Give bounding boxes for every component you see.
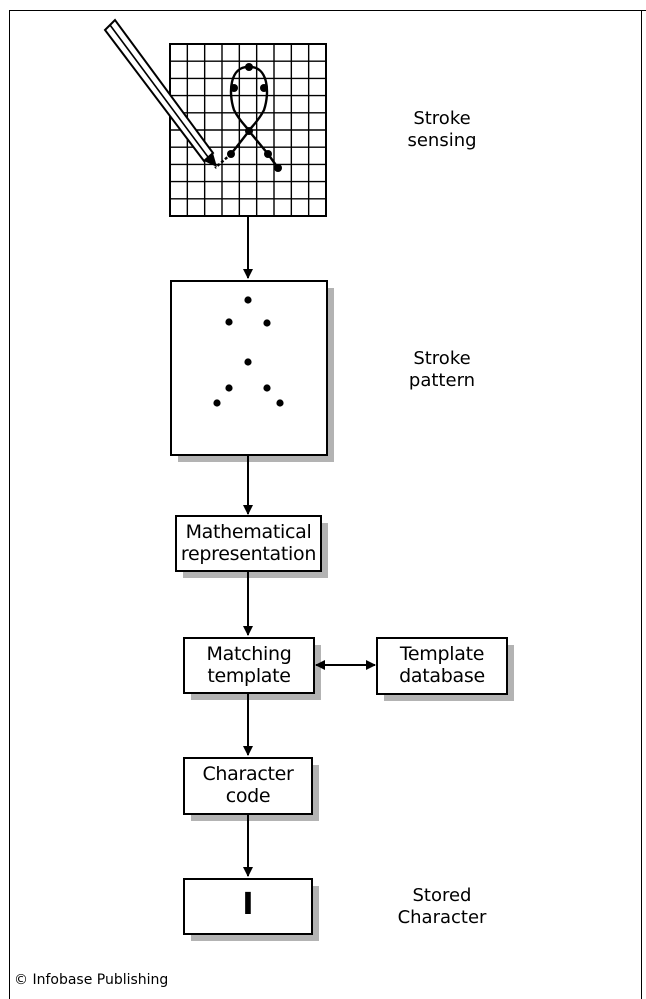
stylus-pen-icon (103, 18, 217, 167)
mathematical-representation-label: Mathematical representation (176, 521, 321, 565)
stroke-pattern-line-2: pattern (408, 370, 476, 391)
stored-character-line-1: Stored (412, 885, 472, 906)
stroke-pattern-points (213, 296, 284, 407)
template-database-label-line-1: Template (399, 643, 485, 665)
stored-character-box (183, 878, 313, 935)
copyright-notice: © Infobase Publishing (14, 972, 169, 988)
stroke-sensing-line-1: Stroke (413, 108, 471, 129)
matching-template-label: Matching template (184, 643, 314, 687)
character-code-label: Character code (184, 763, 312, 807)
character-code-label-line-2: code (225, 785, 271, 807)
stroke-pattern-box (170, 280, 328, 456)
template-database-label-line-2: database (399, 665, 485, 687)
character-code-label-line-1: Character (202, 763, 294, 785)
stroke-sensing-line-2: sensing (407, 130, 477, 151)
stored-glyph: I (242, 887, 254, 922)
stored-character-line-2: Character (397, 907, 487, 928)
template-database-box (376, 637, 508, 695)
matching-template-box (183, 637, 315, 694)
stored-character-label: Stored Character (372, 885, 512, 929)
matching-label-line-2: template (207, 665, 291, 687)
sensed-stroke-points (227, 63, 282, 172)
math-label-line-1: Mathematical (185, 521, 312, 543)
stroke-pattern-label: Stroke pattern (372, 348, 512, 392)
matching-label-line-1: Matching (206, 643, 292, 665)
math-label-line-2: representation (180, 543, 317, 565)
stroke-sensing-label: Stroke sensing (372, 108, 512, 152)
stroke-pattern-line-1: Stroke (413, 348, 471, 369)
template-database-label: Template database (377, 643, 507, 687)
